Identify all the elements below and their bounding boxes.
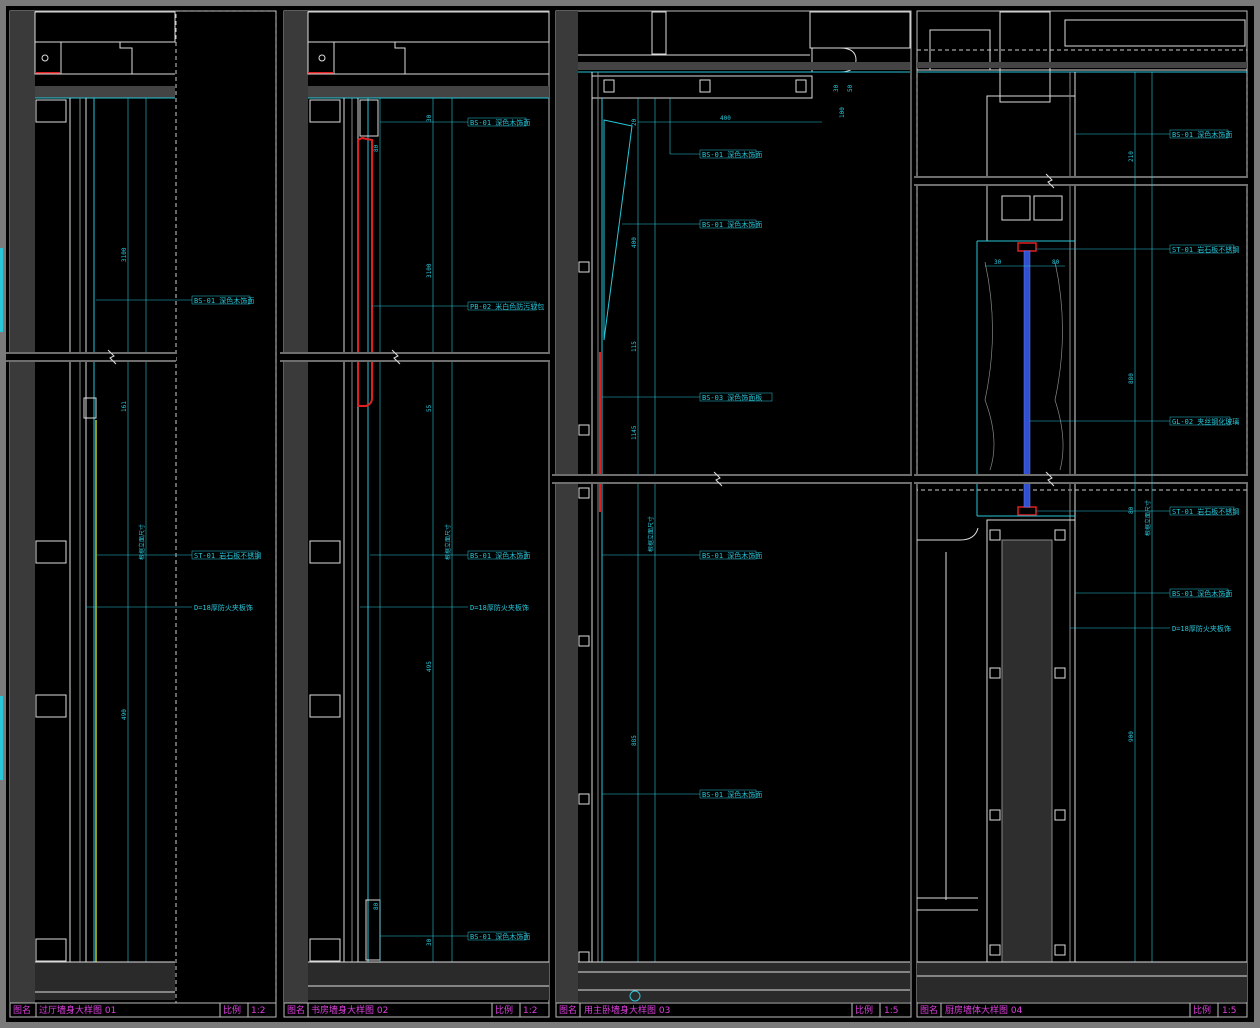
callout-label: GL-02 夹丝钢化玻璃	[1172, 417, 1239, 426]
dimension-text: 900	[1128, 731, 1135, 742]
callout-label: BS-01 深色木饰面	[702, 551, 762, 560]
dimension-text: 400	[631, 237, 638, 248]
scale-label: 比例	[495, 1004, 513, 1016]
scale-value: 1:2	[523, 1006, 537, 1016]
callout-label: BS-03 深色饰面板	[702, 393, 762, 402]
callout-label: ST-01 岩石板不锈钢	[1172, 245, 1239, 254]
callout-label: BS-01 深色木饰面	[470, 551, 530, 560]
callout-label: D=18厚防火夹板饰	[194, 603, 253, 612]
callout-label: D=18厚防火夹板饰	[1172, 624, 1231, 633]
panel-2: BS-01 深色木饰面 PB-02 米白色防污软包 BS-01 深色木饰面 D=…	[280, 10, 550, 1018]
dimension-text: 490	[121, 709, 128, 720]
callout-label: ST-01 岩石板不锈钢	[194, 551, 261, 560]
callout-label: BS-01 深色木饰面	[702, 150, 762, 159]
dimension-text: 55	[426, 404, 433, 412]
column-hatch	[1001, 539, 1053, 1001]
wall-hatch	[284, 11, 308, 1003]
side-marker	[0, 248, 3, 332]
scale-label: 比例	[1193, 1004, 1211, 1016]
title-prefix: 图名	[287, 1004, 305, 1016]
panel-title: 用主卧墙身大样图 03	[584, 1004, 670, 1016]
side-marker	[0, 696, 3, 780]
callout-label: BS-01 深色木饰面	[1172, 130, 1232, 139]
callout-label: BS-01 深色木饰面	[470, 932, 530, 941]
dimension-text: 80	[1128, 506, 1135, 514]
dimension-text: 210	[1128, 151, 1135, 162]
panel-title: 厨房墙体大样图 04	[945, 1004, 1023, 1016]
callout-label: D=18厚防火夹板饰	[470, 603, 529, 612]
vertical-label: 根据立面尺寸	[138, 524, 146, 560]
scale-value: 1:5	[884, 1006, 898, 1016]
callout-label: BS-01 深色木饰面	[1172, 589, 1232, 598]
title-prefix: 图名	[920, 1004, 938, 1016]
dimension-text: 495	[426, 661, 433, 672]
callout-label: BS-01 深色木饰面	[702, 790, 762, 799]
dimension-text: 80	[373, 144, 380, 152]
title-prefix: 图名	[559, 1004, 577, 1016]
vertical-label: 根据立面尺寸	[647, 516, 655, 552]
dimension-text: 30	[426, 114, 433, 122]
dimension-text: 100	[839, 107, 846, 118]
panel-3: BS-01 深色木饰面 BS-01 深色木饰面 BS-03 深色饰面板 BS-0…	[552, 10, 912, 1018]
vertical-label: 根据立面尺寸	[444, 524, 452, 560]
callout-label: BS-01 深色木饰面	[702, 220, 762, 229]
dimension-text: 80	[1052, 259, 1060, 266]
panel-title: 书房墙身大样图 02	[311, 1004, 388, 1016]
callout-label: BS-01 深色木饰面	[470, 118, 530, 127]
dimension-text: 115	[631, 341, 638, 352]
wall-hatch	[10, 11, 35, 1003]
callout-label: BS-01 深色木饰面	[194, 296, 254, 305]
vertical-label: 根据立面尺寸	[1144, 500, 1152, 536]
title-prefix: 图名	[13, 1004, 31, 1016]
scale-value: 1:2	[251, 1006, 265, 1016]
dimension-text: 3100	[121, 247, 128, 262]
dimension-text: 30	[426, 938, 433, 946]
panel-1: BS-01 深色木饰面 ST-01 岩石板不锈钢 D=18厚防火夹板饰 3100…	[6, 10, 277, 1018]
scale-label: 比例	[855, 1004, 873, 1016]
dimension-text: 20	[631, 118, 638, 126]
dimension-text: 161	[121, 401, 128, 412]
panel-title: 过厅墙身大样图 01	[39, 1004, 116, 1016]
dimension-text: 30	[994, 259, 1002, 266]
scale-label: 比例	[223, 1004, 241, 1016]
dimension-text: 1145	[631, 425, 638, 440]
dimension-text: 80	[373, 902, 380, 910]
callout-label: PB-02 米白色防污软包	[470, 302, 544, 311]
dimension-text: 880	[1128, 373, 1135, 384]
callout-label: ST-01 岩石板不锈钢	[1172, 507, 1239, 516]
panel-4: BS-01 深色木饰面 ST-01 岩石板不锈钢 GL-02 夹丝钢化玻璃 ST…	[914, 10, 1248, 1018]
scale-value: 1:5	[1222, 1006, 1236, 1016]
dimension-text: 50	[847, 84, 854, 92]
wall-hatch	[556, 11, 578, 1003]
dimension-text: 3100	[426, 263, 433, 278]
dimension-text: 30	[833, 84, 840, 92]
dimension-text: 400	[720, 115, 731, 122]
dimension-text: 885	[631, 735, 638, 746]
